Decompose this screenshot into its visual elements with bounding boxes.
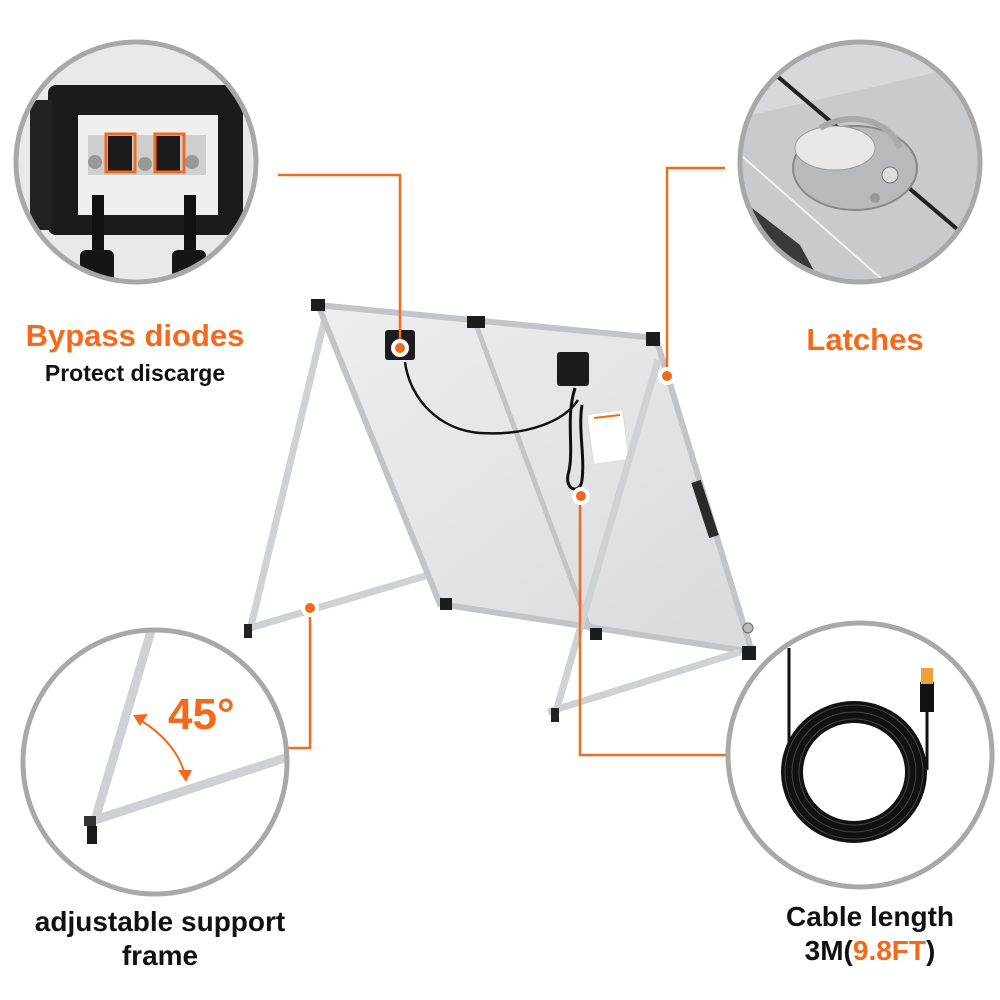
cable-length-caption: Cable length 3M(9.8FT)	[740, 900, 1000, 968]
connector-body	[920, 682, 934, 712]
left-foot	[244, 624, 252, 638]
angle-label: 45°	[168, 690, 235, 739]
support-frame-detail	[20, 627, 290, 897]
circle-frame	[725, 620, 995, 890]
corner-cap	[467, 316, 485, 328]
callout-dots	[301, 339, 676, 617]
panel-fold-line	[472, 321, 593, 631]
diode-highlight-2	[153, 132, 186, 174]
bypass-diodes-title: Bypass diodes	[25, 318, 245, 353]
cable-detail	[725, 620, 995, 890]
diode-highlight-1	[104, 132, 137, 174]
corner-cap	[311, 299, 325, 311]
coiled-output-cable	[566, 387, 585, 491]
connector-tip	[921, 668, 933, 684]
carry-handle	[691, 479, 719, 539]
cable-length-feet: 9.8FT	[852, 935, 927, 966]
corner-cap	[590, 628, 602, 640]
bypass-diodes-detail	[13, 39, 259, 285]
latches-title: Latches	[806, 322, 924, 357]
cable-length-meters: 3M(	[804, 935, 853, 966]
left-front-leg	[246, 317, 329, 631]
angle-arc	[139, 719, 186, 776]
side-latch	[742, 622, 754, 634]
cable-length-line2: 3M(9.8FT)	[740, 934, 1000, 968]
corner-cap	[646, 332, 660, 346]
corner-cap	[440, 598, 452, 610]
bypass-diodes-subtitle: Protect discarge	[44, 360, 226, 386]
right-foot	[551, 708, 559, 722]
latch-detail	[737, 39, 983, 285]
circle-frame	[20, 627, 290, 897]
support-frame-line2: frame	[121, 940, 199, 971]
cable-length-close: )	[926, 935, 936, 966]
spec-label	[586, 409, 630, 465]
right-support-bar	[546, 648, 742, 716]
callout-lines	[278, 166, 728, 757]
connecting-cable	[403, 361, 580, 435]
support-frame-caption: adjustable support frame	[0, 905, 320, 973]
support-frame-line1: adjustable support	[34, 906, 286, 937]
circle-frame	[737, 39, 983, 285]
junction-box-right	[557, 352, 589, 386]
right-front-leg	[551, 359, 662, 716]
solar-panel	[244, 299, 757, 722]
left-support-bar	[249, 564, 453, 632]
corner-cap	[742, 646, 756, 660]
cable-length-line1: Cable length	[785, 901, 954, 932]
circle-frame	[13, 39, 259, 285]
